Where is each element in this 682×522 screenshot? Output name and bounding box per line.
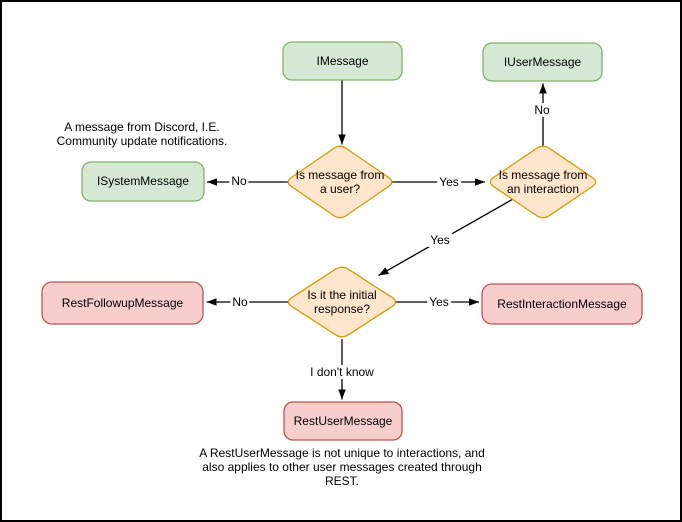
initial-question-diamond-shape (287, 266, 397, 338)
edge-label-initial-no: No (230, 295, 250, 309)
restfollowupmessage-node-shape (41, 281, 204, 325)
interaction-question-diamond-shape (489, 145, 597, 219)
isystemmessage-note: A message from Discord, I.E. Community u… (56, 120, 228, 148)
imessage-node-shape (282, 41, 403, 81)
edge-label-interaction-no: No (532, 103, 552, 117)
edge-label-interaction-yes: Yes (428, 233, 452, 247)
restusermessage-node-shape (283, 401, 403, 441)
edge-label-initial-unknown: I don't know (308, 365, 376, 379)
edge-label-user-yes: Yes (437, 175, 461, 189)
edge-label-user-no: No (229, 174, 249, 188)
iusermessage-node-shape (482, 42, 603, 82)
restinteractionmessage-node-shape (481, 283, 643, 325)
edge-label-initial-yes: Yes (427, 295, 451, 309)
restusermessage-note: A RestUserMessage is not unique to inter… (199, 446, 485, 488)
user-question-diamond-shape (287, 145, 393, 219)
isystemmessage-node-shape (81, 161, 205, 202)
